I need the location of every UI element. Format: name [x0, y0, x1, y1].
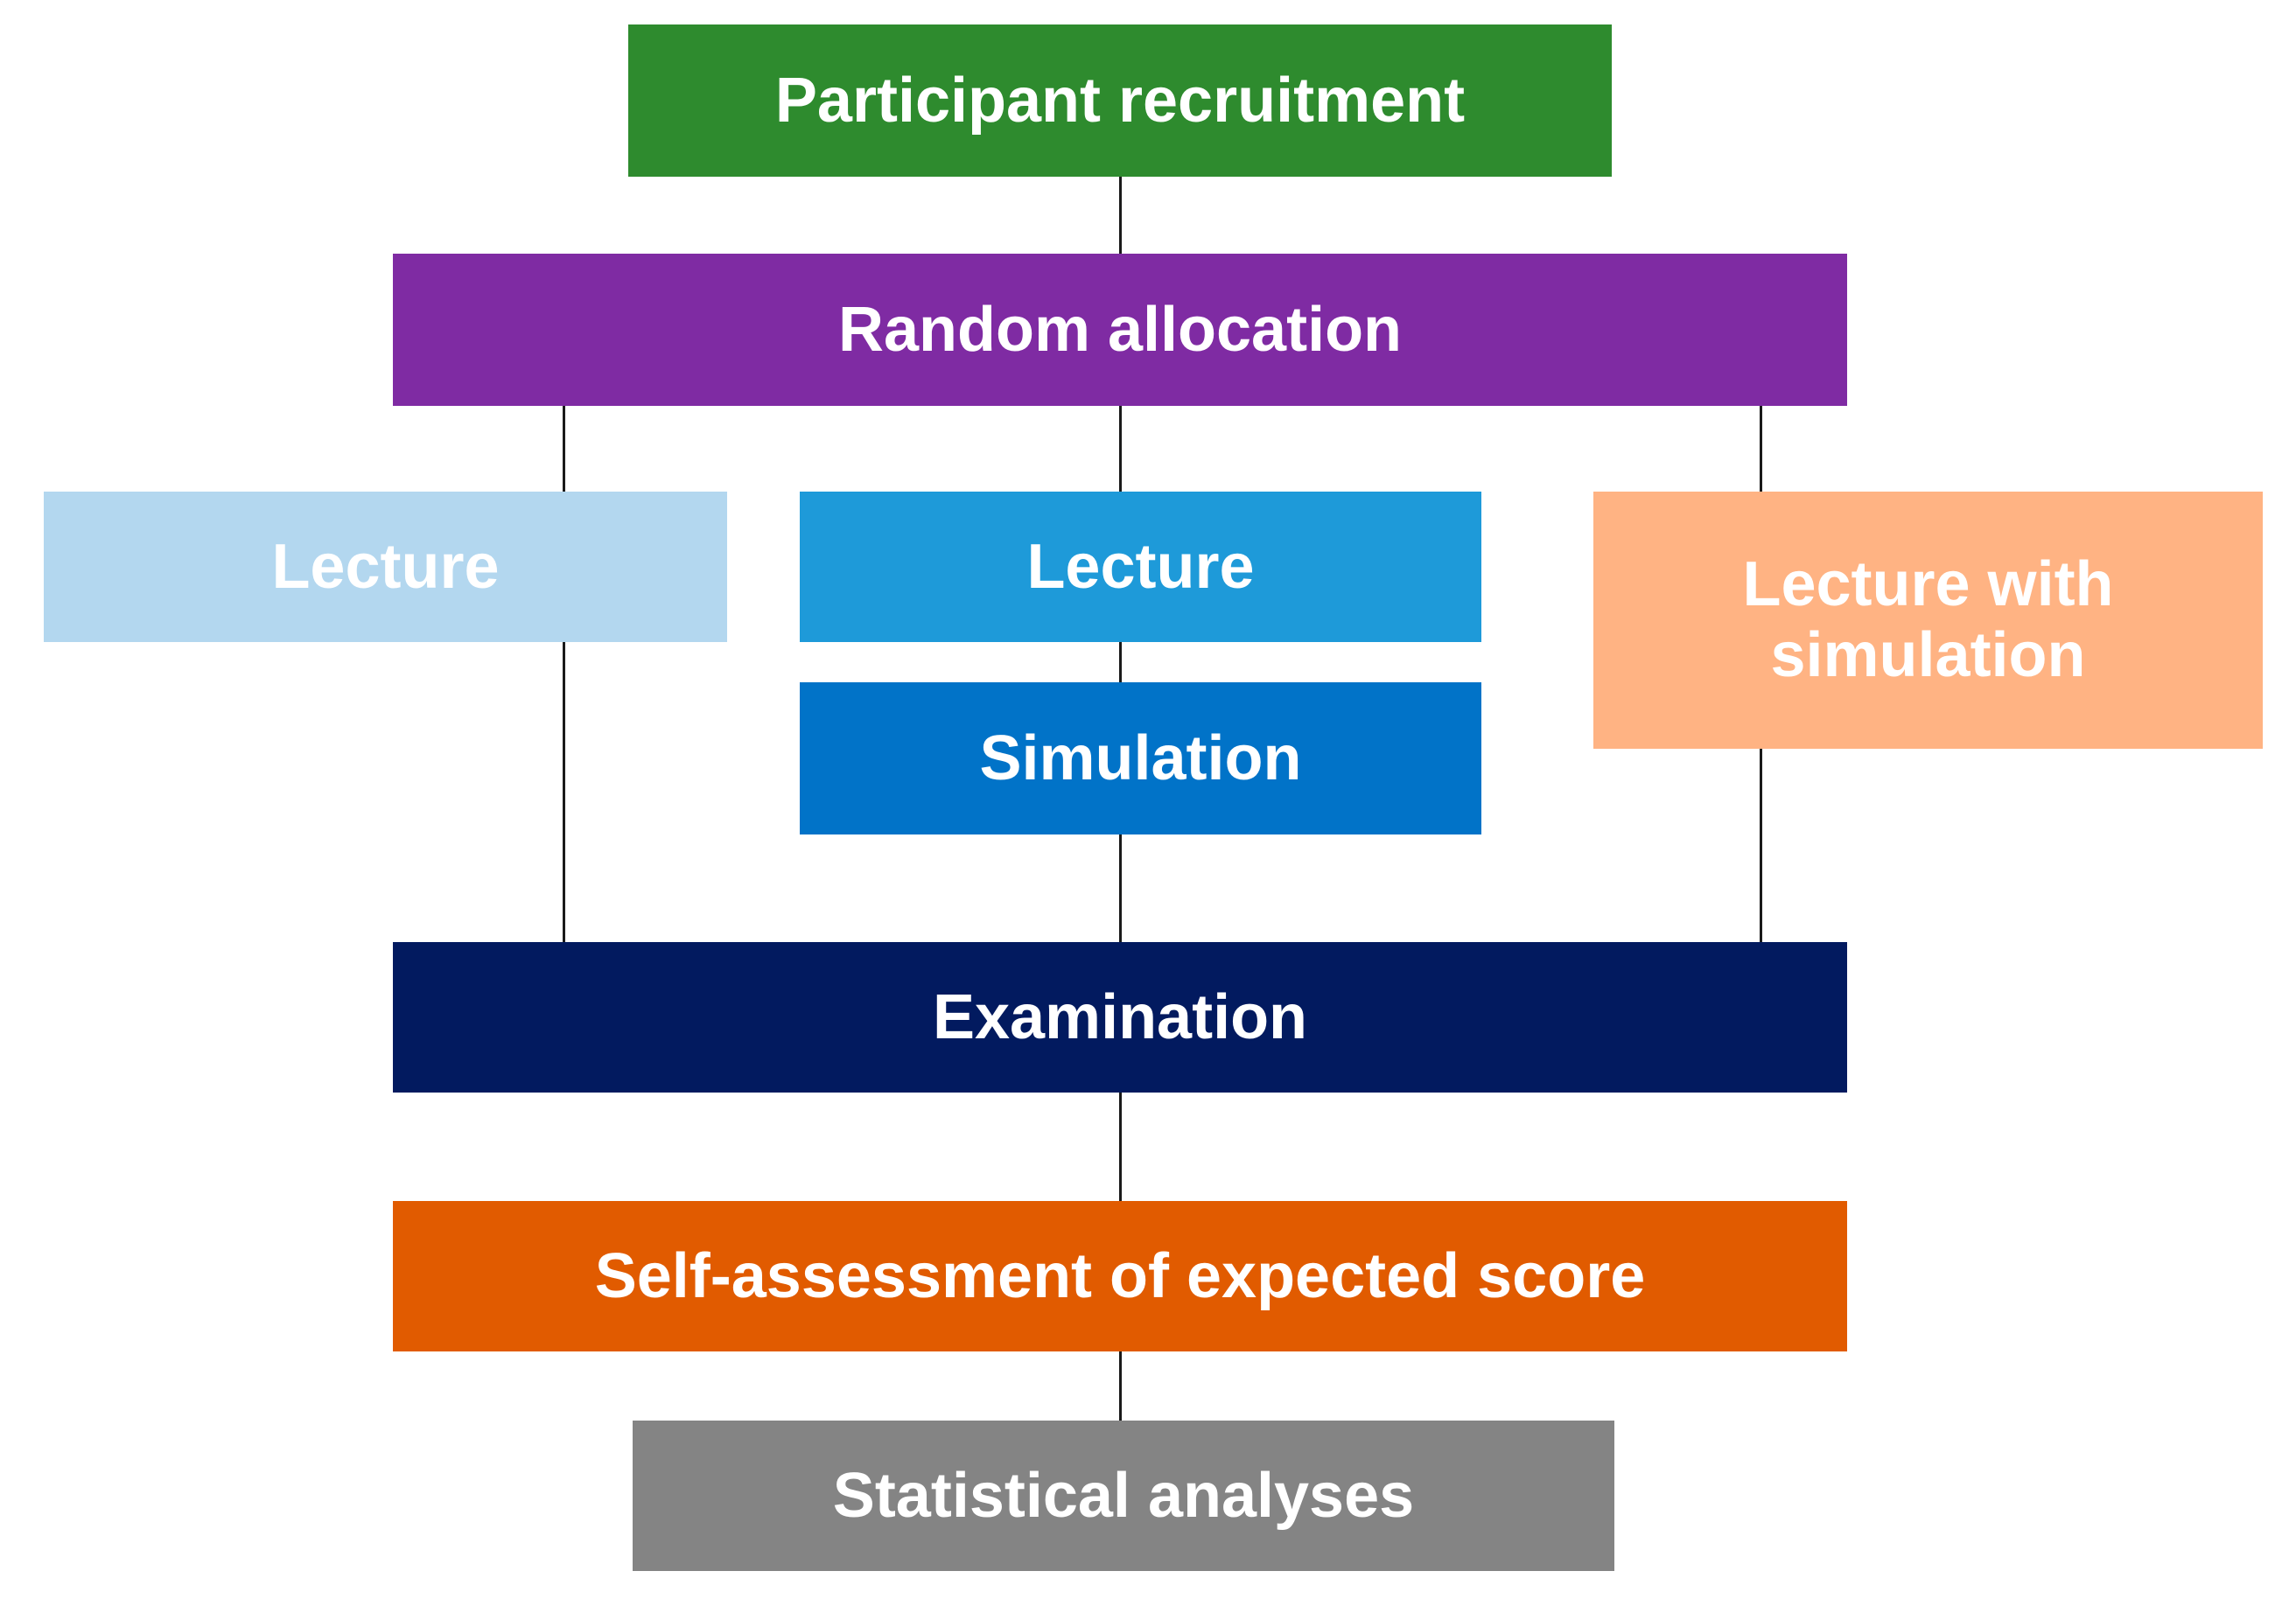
- group-c-lecture-with-simulation-label: Lecture with simulation: [1742, 549, 2114, 690]
- random-allocation-box: Random allocation: [393, 254, 1847, 406]
- group-c-lecture-with-simulation-box: Lecture with simulation: [1593, 492, 2263, 749]
- connector-examination-self-assessment: [1119, 1093, 1122, 1201]
- self-assessment-label: Self-assessment of expected score: [594, 1240, 1646, 1311]
- connector-group-c-examination: [1760, 749, 1762, 942]
- statistical-analyses-box: Statistical analyses: [633, 1421, 1614, 1571]
- group-b-simulation-label: Simulation: [979, 723, 1302, 793]
- self-assessment-box: Self-assessment of expected score: [393, 1201, 1847, 1351]
- connector-recruitment-allocation: [1119, 177, 1122, 254]
- connector-simulation-examination: [1119, 834, 1122, 942]
- participant-recruitment-label: Participant recruitment: [774, 65, 1466, 136]
- connector-self-assessment-statistics: [1119, 1351, 1122, 1421]
- participant-recruitment-box: Participant recruitment: [628, 24, 1612, 177]
- group-b-lecture-box: Lecture: [800, 492, 1481, 642]
- connector-allocation-group-c: [1760, 406, 1762, 492]
- examination-label: Examination: [932, 981, 1308, 1052]
- connector-lecture-simulation: [1119, 642, 1122, 682]
- connector-group-a-examination: [563, 642, 565, 942]
- group-b-lecture-label: Lecture: [1026, 531, 1255, 602]
- statistical-analyses-label: Statistical analyses: [832, 1460, 1415, 1531]
- group-a-lecture-label: Lecture: [271, 531, 500, 602]
- connector-allocation-group-a: [563, 406, 565, 492]
- connector-allocation-group-b: [1119, 406, 1122, 492]
- random-allocation-label: Random allocation: [837, 294, 1403, 365]
- examination-box: Examination: [393, 942, 1847, 1093]
- group-b-simulation-box: Simulation: [800, 682, 1481, 834]
- group-a-lecture-box: Lecture: [44, 492, 727, 642]
